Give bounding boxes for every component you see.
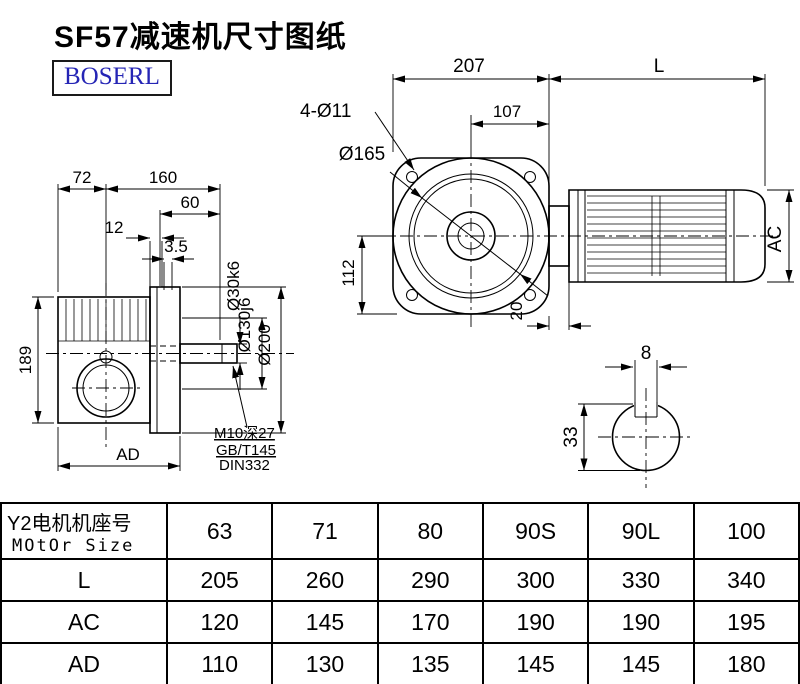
page-title: SF57减速机尺寸图纸 — [54, 21, 347, 54]
value-cell: 340 — [692, 558, 800, 602]
note-standard: GB/T145 — [216, 442, 276, 459]
size-cell: 63 — [165, 502, 274, 560]
side-view: 72 160 60 12 3.5 189 — [16, 168, 294, 474]
dim-ac: AC — [765, 226, 786, 252]
value-cell: 195 — [692, 600, 800, 644]
dim-60: 60 — [181, 193, 200, 212]
dim-8: 8 — [641, 343, 652, 364]
value-cell: 205 — [165, 558, 274, 602]
dia-spigot-label: Ø130j6 — [235, 298, 254, 353]
dim-160: 160 — [149, 168, 177, 187]
value-cell: 120 — [165, 600, 274, 644]
row-label: L — [0, 558, 168, 602]
row-label: AD — [0, 642, 168, 684]
value-cell: 300 — [481, 558, 590, 602]
dim-189: 189 — [16, 346, 35, 374]
note-thread: M10深27 — [214, 425, 275, 442]
value-cell: 110 — [165, 642, 274, 684]
gearbox-fins — [58, 299, 150, 342]
dim-112: 112 — [339, 259, 358, 286]
dia-flange-label: Ø200 — [255, 324, 274, 366]
value-cell: 170 — [376, 600, 484, 644]
size-cell: 90L — [587, 502, 695, 560]
value-cell: 145 — [587, 642, 695, 684]
value-cell: 145 — [481, 642, 590, 684]
dim-l: L — [654, 56, 665, 77]
value-cell: 330 — [587, 558, 695, 602]
table-row-motor-size: Y2电机机座号 MOtOr Size 63 71 80 90S 90L 100 — [0, 502, 800, 560]
gearbox-body — [57, 296, 151, 424]
size-cell: 90S — [481, 502, 590, 560]
input-shaft — [179, 343, 238, 364]
table-row-l: L 205 260 290 300 330 340 — [0, 558, 800, 602]
holes-label: 4-Ø11 — [300, 101, 351, 122]
note-din: DIN332 — [219, 457, 270, 474]
dim-72: 72 — [73, 168, 92, 187]
keyway-mask — [634, 400, 658, 417]
dim-107: 107 — [493, 102, 521, 121]
value-cell: 190 — [481, 600, 590, 644]
bolt-hole — [524, 289, 536, 301]
brand-logo: BOSERL — [52, 60, 172, 96]
dim-12: 12 — [105, 218, 124, 237]
dim-ad: AD — [116, 445, 140, 464]
row-label: AC — [0, 600, 168, 644]
motor-size-label-en: MOtOr Size — [12, 535, 135, 556]
value-cell: 260 — [271, 558, 379, 602]
input-flange — [149, 286, 181, 434]
dim-33: 33 — [561, 426, 582, 447]
dimension-table: Y2电机机座号 MOtOr Size 63 71 80 90S 90L 100 … — [0, 502, 800, 684]
table-row-ac: AC 120 145 170 190 190 195 — [0, 600, 800, 644]
motor-size-header-cell: Y2电机机座号 MOtOr Size — [0, 502, 168, 560]
value-cell: 180 — [692, 642, 800, 684]
brand-logo-text: BOSERL — [64, 63, 160, 90]
dim-3-5: 3.5 — [164, 237, 188, 256]
motor-body — [568, 189, 766, 283]
bolt-hole — [406, 171, 418, 183]
value-cell: 135 — [376, 642, 484, 684]
bolt-hole — [406, 289, 418, 301]
motor-size-label-cn: Y2电机机座号 — [7, 512, 132, 535]
value-cell: 130 — [271, 642, 379, 684]
size-cell: 71 — [271, 502, 379, 560]
section-view: 8 33 — [561, 343, 694, 488]
size-cell: 80 — [376, 502, 484, 560]
dia-165-label: Ø165 — [339, 144, 385, 165]
dim-20: 20 — [507, 302, 526, 321]
bolt-hole — [524, 171, 536, 183]
front-view: 207 L 107 4-Ø11 Ø165 112 20 — [300, 56, 794, 330]
dia-shaft-label: Ø30k6 — [224, 261, 243, 311]
value-cell: 145 — [271, 600, 379, 644]
dim-207: 207 — [453, 56, 485, 77]
value-cell: 190 — [587, 600, 695, 644]
table-row-ad: AD 110 130 135 145 145 180 — [0, 642, 800, 684]
motor-fins — [587, 195, 726, 276]
value-cell: 290 — [376, 558, 484, 602]
technical-drawing: 72 160 60 12 3.5 189 — [16, 56, 794, 488]
size-cell: 100 — [692, 502, 800, 560]
